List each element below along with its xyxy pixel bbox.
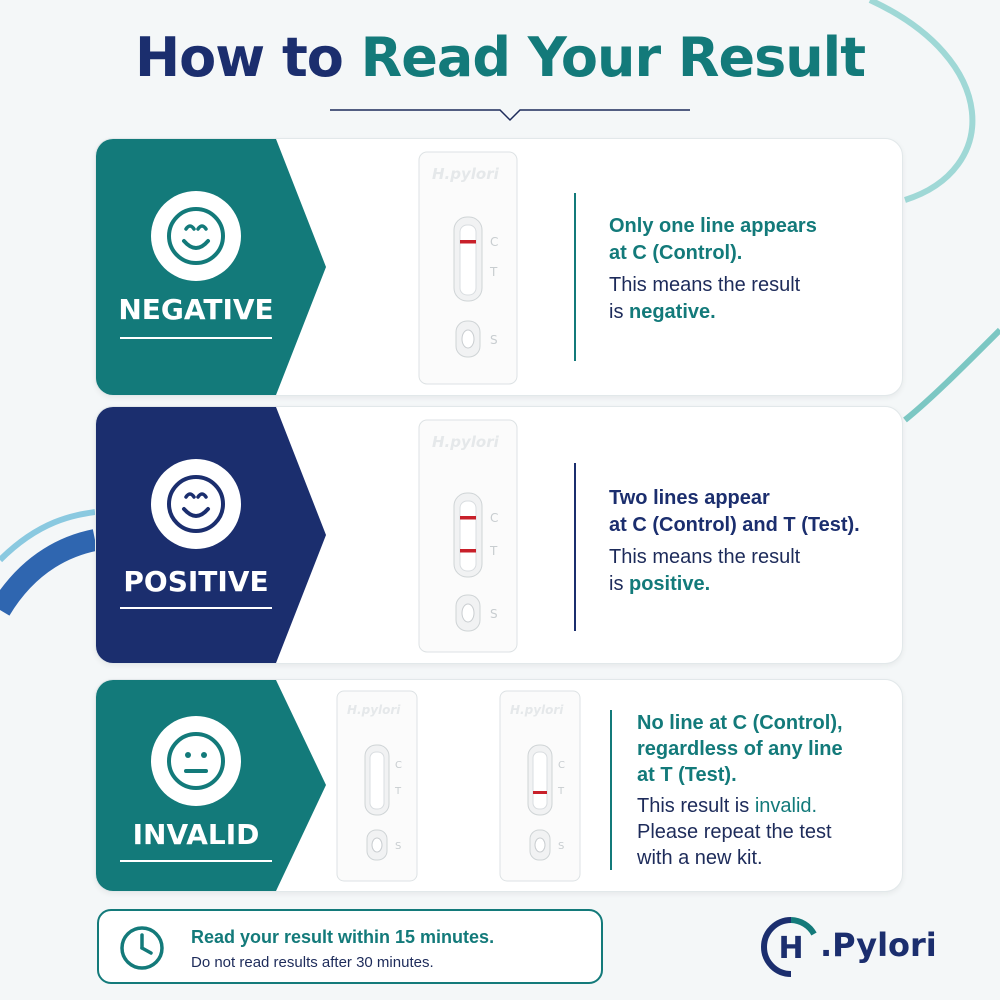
- desc-line: is: [609, 573, 629, 595]
- s-marker: S: [395, 841, 401, 852]
- card-divider: [574, 463, 576, 631]
- desc-line: This means the result: [609, 546, 801, 568]
- test-cassette-positive: H.pylori C T S: [418, 419, 518, 653]
- label-underline: [120, 607, 272, 609]
- desc-line: Two lines appear: [609, 487, 770, 509]
- desc-line: Only one line appears: [609, 215, 817, 237]
- t-marker: T: [557, 786, 565, 797]
- test-cassette-invalid-test-line-only: H.pylori C T S: [499, 690, 581, 882]
- desc-line: Please repeat the test: [637, 821, 832, 843]
- card-divider: [610, 710, 612, 870]
- desc-line: at T (Test).: [637, 764, 737, 786]
- s-marker: S: [490, 333, 498, 347]
- page-title: How to Read Your Result: [0, 26, 1000, 89]
- logo-letter: H: [778, 931, 803, 966]
- negative-description: Only one line appears at C (Control). Th…: [609, 213, 817, 326]
- control-line: [460, 516, 476, 520]
- brand-logo: H .Pylori: [760, 912, 980, 982]
- result-label-negative: NEGATIVE: [118, 293, 274, 326]
- do-not-read-after-text: Do not read results after 30 minutes.: [191, 954, 434, 971]
- control-line: [460, 240, 476, 244]
- invalid-result-card: INVALID H.pylori C T S OR H.pylori C T S: [95, 679, 903, 892]
- desc-line: regardless of any line: [637, 738, 843, 760]
- clock-icon: [120, 926, 164, 970]
- test-line: [460, 549, 476, 553]
- result-label-positive: POSITIVE: [123, 565, 269, 598]
- neutral-face-icon: [151, 716, 241, 806]
- label-underline: [120, 860, 272, 862]
- logo-mark: H: [761, 917, 817, 977]
- t-marker: T: [489, 544, 498, 558]
- t-marker: T: [489, 265, 498, 279]
- cassette-brand: H.pylori: [432, 433, 500, 451]
- card-divider: [574, 193, 576, 361]
- c-marker: C: [558, 760, 565, 771]
- logo-text: .Pylori: [820, 926, 937, 964]
- desc-line: This means the result: [609, 274, 801, 296]
- read-within-text: Read your result within 15 minutes.: [191, 927, 495, 947]
- cassette-brand: H.pylori: [347, 703, 401, 717]
- smiling-face-icon: [151, 459, 241, 549]
- smiling-face-icon: [151, 191, 241, 281]
- test-cassette-negative: H.pylori C T S: [418, 151, 518, 385]
- positive-description: Two lines appear at C (Control) and T (T…: [609, 485, 860, 598]
- c-marker: C: [395, 760, 402, 771]
- t-marker: T: [394, 786, 402, 797]
- desc-line: This result is: [637, 795, 755, 817]
- cassette-brand: H.pylori: [510, 703, 564, 717]
- result-highlight: negative.: [629, 301, 716, 323]
- c-marker: C: [490, 235, 498, 249]
- title-part-2: Read Your Result: [360, 26, 866, 89]
- s-marker: S: [490, 607, 498, 621]
- desc-line: at C (Control) and T (Test).: [609, 514, 860, 536]
- title-part-1: How to: [134, 26, 361, 89]
- positive-result-card: POSITIVE H.pylori C T S Two lines appear…: [95, 406, 903, 664]
- cassette-brand: H.pylori: [432, 165, 500, 183]
- title-divider: [330, 109, 690, 122]
- negative-result-card: NEGATIVE H.pylori C T S Only one line ap…: [95, 138, 903, 396]
- s-marker: S: [558, 841, 564, 852]
- c-marker: C: [490, 511, 498, 525]
- result-label-invalid: INVALID: [132, 818, 260, 851]
- read-time-notice: Read your result within 15 minutes. Do n…: [97, 909, 603, 984]
- label-underline: [120, 337, 272, 339]
- test-line: [533, 791, 547, 794]
- desc-line: No line at C (Control),: [637, 712, 843, 734]
- desc-line: at C (Control).: [609, 242, 743, 264]
- desc-line: is: [609, 301, 629, 323]
- result-highlight: positive.: [629, 573, 711, 595]
- test-cassette-invalid-no-lines: H.pylori C T S: [336, 690, 418, 882]
- invalid-description: No line at C (Control), regardless of an…: [637, 710, 843, 871]
- result-highlight: invalid.: [754, 795, 818, 817]
- desc-line: with a new kit.: [637, 847, 763, 869]
